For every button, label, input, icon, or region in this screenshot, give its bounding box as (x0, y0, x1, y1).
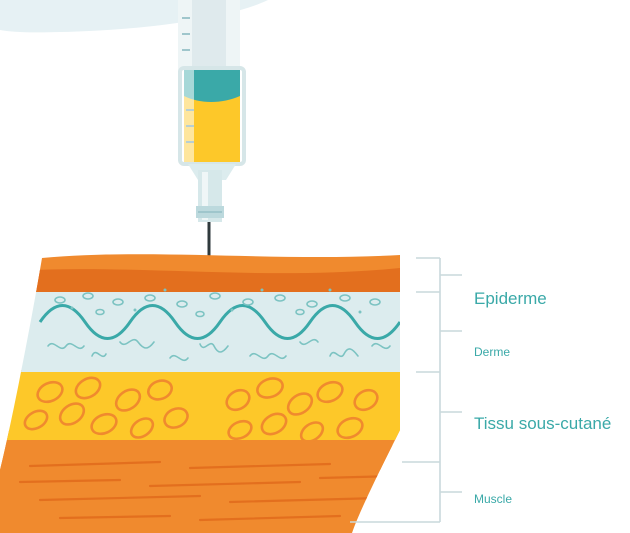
label-tissu-sous-cutane: Tissu sous-cutané (474, 414, 611, 434)
syringe-icon (178, 0, 244, 222)
needle-icon (208, 222, 211, 256)
label-derme: Derme (474, 345, 510, 359)
skin-cross-section (0, 250, 400, 533)
label-epiderme: Epiderme (474, 289, 547, 309)
label-muscle: Muscle (474, 492, 512, 506)
subcutaneous-layer (0, 370, 400, 440)
